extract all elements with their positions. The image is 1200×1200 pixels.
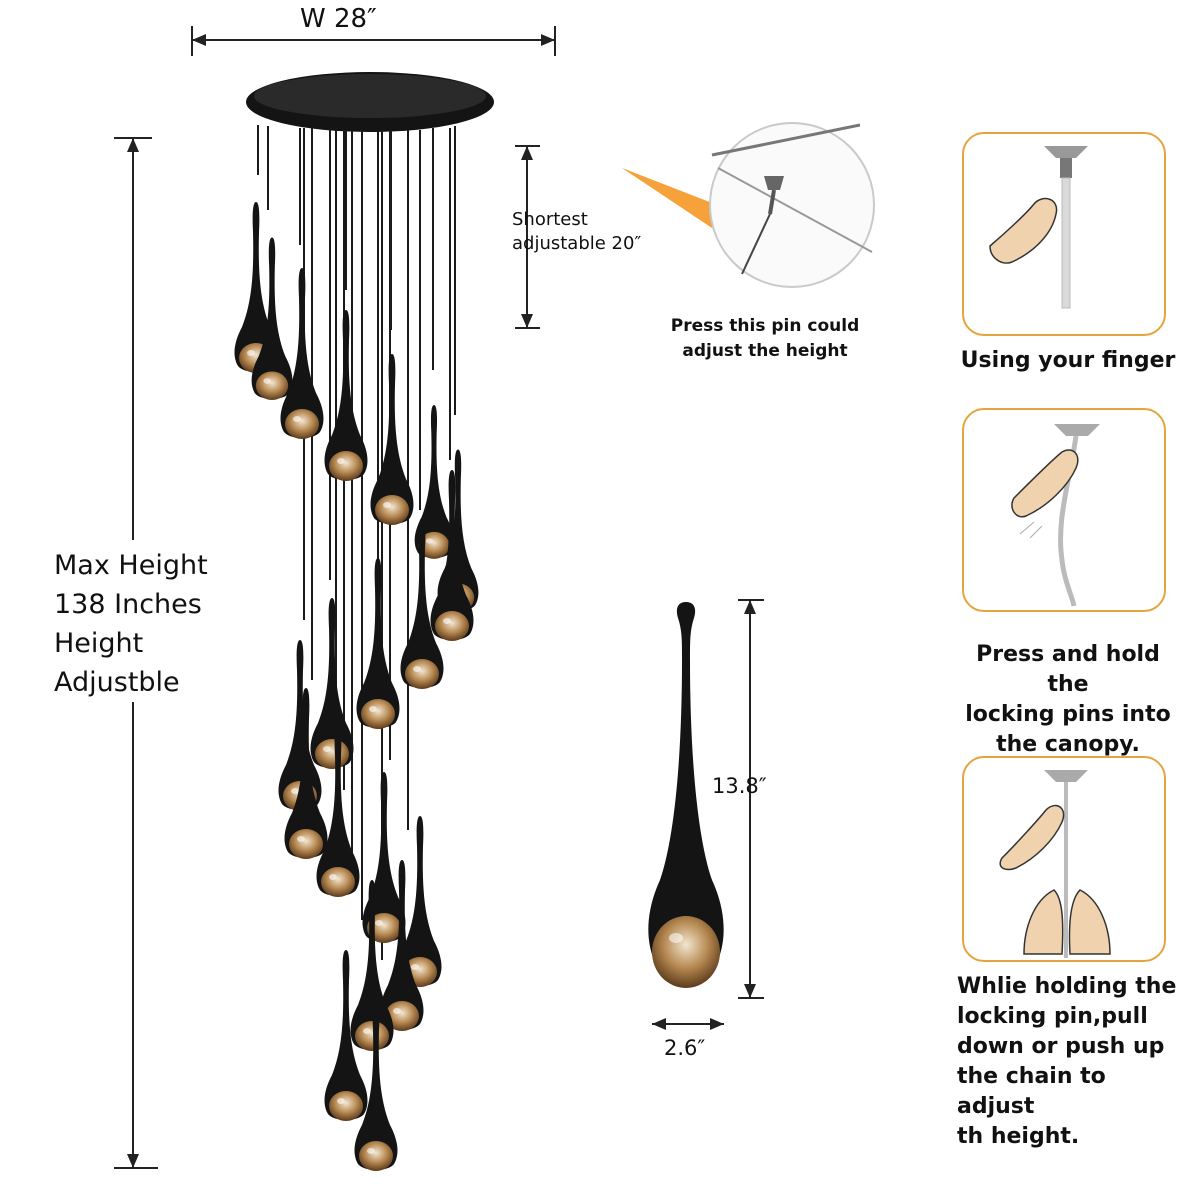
pendant-width-arrow xyxy=(652,1018,724,1030)
step-2-caption: Press and hold the locking pins into the… xyxy=(965,642,1171,757)
pendant-diameter-label: 2.6″ xyxy=(664,1036,706,1060)
step-1-panel xyxy=(962,132,1166,336)
ceiling-canopy xyxy=(246,72,494,132)
pendant-detail xyxy=(648,602,724,988)
step-3-caption: Whlie holding the locking pin,pull down … xyxy=(957,974,1177,1149)
step-3-panel xyxy=(962,756,1166,962)
pin-caption: Press this pin could adjust the height xyxy=(670,316,860,361)
press-pin-icon xyxy=(1011,424,1100,607)
max-height-label: Max Height 138 Inches Height Adjustble xyxy=(54,550,208,698)
width-dimension-label: W 28″ xyxy=(300,4,377,34)
pendant-height-label: 13.8″ xyxy=(712,774,767,798)
width-dimension-arrow xyxy=(191,26,556,56)
finger-on-pin-icon xyxy=(989,146,1088,309)
max-height-arrow xyxy=(114,137,158,1169)
pendant-drops xyxy=(234,202,479,1171)
step-1-caption: Using your finger xyxy=(960,348,1176,373)
pendant-height-arrow xyxy=(738,599,764,999)
shortest-adjustable-label: Shortest adjustable 20″ xyxy=(512,209,642,254)
pin-callout xyxy=(622,122,875,288)
step-2-panel xyxy=(962,408,1166,612)
shortest-height-arrow xyxy=(515,145,540,329)
pull-chain-icon xyxy=(999,770,1111,958)
